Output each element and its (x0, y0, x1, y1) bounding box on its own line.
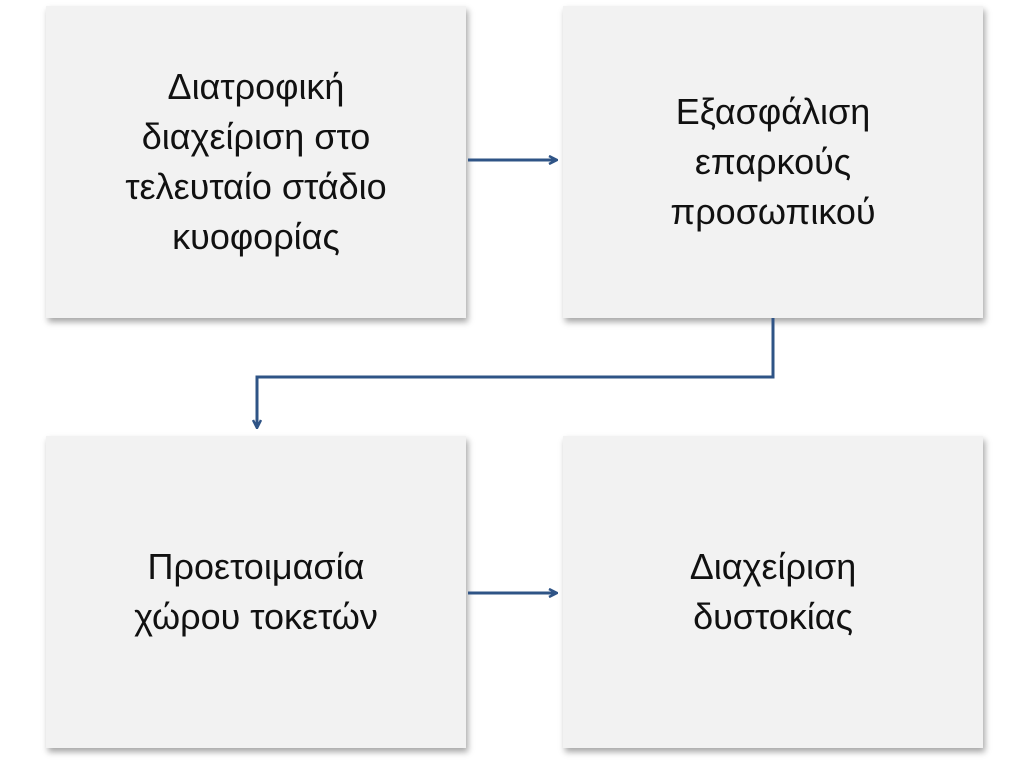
process-box-dystocia: Διαχείριση δυστοκίας (563, 436, 983, 748)
process-box-staffing: Εξασφάλιση επαρκούς προσωπικού (563, 6, 983, 318)
process-box-delivery-room: Προετοιμασία χώρου τοκετών (46, 436, 466, 748)
arrow-2-to-3 (257, 318, 775, 427)
process-box-nutrition: Διατροφική διαχείριση στο τελευταίο στάδ… (46, 6, 466, 318)
